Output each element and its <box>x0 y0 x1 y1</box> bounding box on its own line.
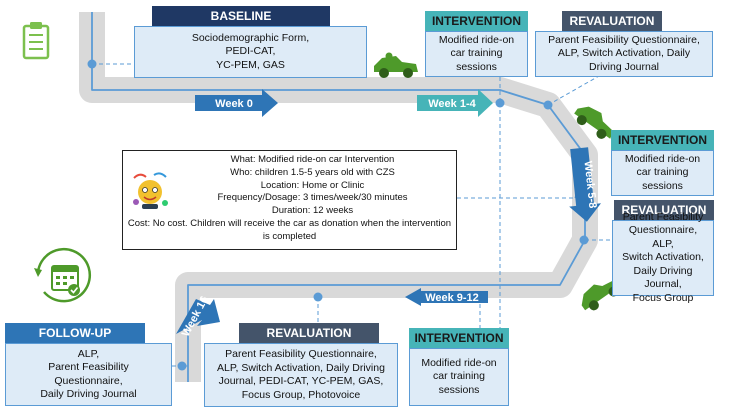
revaluation-3-box: Parent Feasibility Questionnaire, ALP, S… <box>204 343 398 407</box>
revaluation-3-text: Parent Feasibility Questionnaire, ALP, S… <box>217 348 385 401</box>
calendar-icon <box>34 247 92 303</box>
car-icon-2 <box>574 106 614 139</box>
intervention-1-box: Modified ride-on car training sessions <box>425 31 528 77</box>
intervention-1-text: Modified ride-on car training sessions <box>438 33 515 73</box>
intervention-2-text: Modified ride-on car training sessions <box>624 152 701 192</box>
follow-up-box: ALP, Parent Feasibility Questionnaire, D… <box>5 343 172 406</box>
info-what: What: Modified ride-on car Intervention <box>230 154 395 165</box>
follow-up-header: FOLLOW-UP <box>5 323 145 343</box>
car-icon-1 <box>374 52 418 78</box>
milestone-dots <box>87 59 589 371</box>
info-duration: Duration: 12 weeks <box>271 205 354 217</box>
revaluation-2-header: REVALUATION <box>614 200 714 220</box>
intervention-2-box: Modified ride-on car training sessions <box>611 150 714 196</box>
week-9-12-arrow: Week 9-12 <box>405 288 488 306</box>
baseline-box: Sociodemographic Form, PEDI-CAT, YC-PEM,… <box>134 26 367 78</box>
week-1-4-label: Week 1-4 <box>428 98 476 110</box>
follow-up-text: ALP, Parent Feasibility Questionnaire, D… <box>40 347 137 401</box>
intervention-3-text: Modified ride-on car training sessions <box>421 356 497 396</box>
intervention-1-header: INTERVENTION <box>425 11 528 31</box>
week-1-4-arrow: Week 1-4 <box>417 89 493 117</box>
revaluation-3-header: REVALUATION <box>239 323 379 343</box>
clipboard-icon <box>22 22 50 60</box>
revaluation-1-header: REVALUATION <box>562 11 662 31</box>
info-frequency: Frequency/Dosage: 3 times/week/30 minute… <box>217 192 408 204</box>
week-0-label: Week 0 <box>215 98 253 110</box>
revaluation-1-text: Parent Feasibility Questionnaire, ALP, S… <box>548 33 700 73</box>
baseline-header: BASELINE <box>152 6 330 26</box>
intervention-info-box: What: Modified ride-on car Intervention … <box>122 150 457 250</box>
info-location: Location: Home or Clinic <box>260 179 365 191</box>
intervention-3-header: INTERVENTION <box>409 328 509 348</box>
baseline-text: Sociodemographic Form, PEDI-CAT, YC-PEM,… <box>191 31 310 71</box>
week-9-12-label: Week 9-12 <box>425 292 479 304</box>
intervention-2-header: INTERVENTION <box>611 130 714 150</box>
info-cost: Cost: No cost. Children will receive the… <box>127 217 452 242</box>
week-0-arrow: Week 0 <box>195 89 278 117</box>
week-5-8-arrow: Week 5-8 <box>569 147 602 222</box>
revaluation-2-text: Parent Feasibility Questionnaire, ALP, S… <box>622 210 704 304</box>
week-5-8-label: Week 5-8 <box>582 160 599 208</box>
revaluation-2-box: Parent Feasibility Questionnaire, ALP, S… <box>612 211 714 304</box>
kids-logo-icon <box>133 172 168 209</box>
revaluation-1-box: Parent Feasibility Questionnaire, ALP, S… <box>535 31 713 77</box>
intervention-3-box: Modified ride-on car training sessions <box>409 348 509 406</box>
info-who: Who: children 1.5-5 years old with CZS <box>230 166 395 178</box>
